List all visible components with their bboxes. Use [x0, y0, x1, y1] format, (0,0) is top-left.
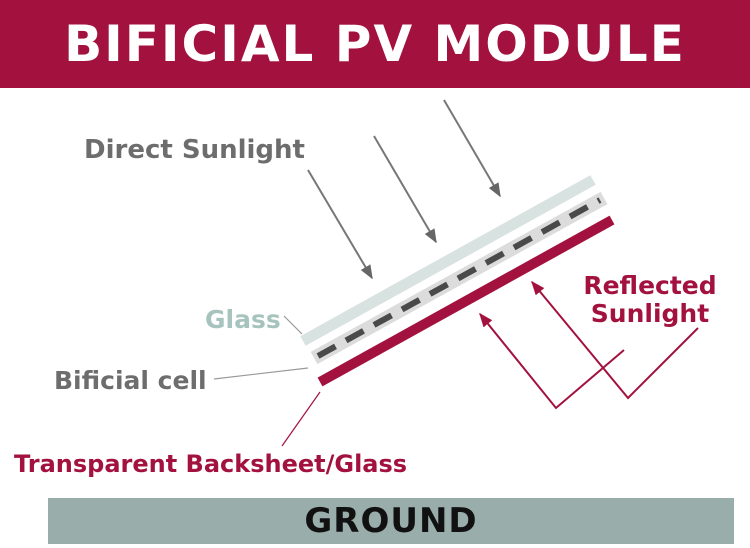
backsheet-layer	[317, 215, 615, 387]
sunlight-arrow-3	[443, 99, 501, 198]
title-banner: BIFICIAL PV MODULE	[0, 0, 750, 88]
cell-leader-line	[213, 367, 309, 380]
ground-bar: GROUND	[48, 498, 734, 544]
glass-label: Glass	[205, 305, 281, 334]
reflected-arrow-1	[479, 312, 625, 410]
bificial-cell-label: Bificial cell	[54, 366, 207, 395]
reflected-label-line2: Sunlight	[590, 299, 710, 328]
glass-leader-line	[283, 315, 303, 335]
sunlight-arrow-1	[307, 169, 373, 280]
page-title: BIFICIAL PV MODULE	[64, 15, 686, 73]
sunlight-arrow-2	[373, 135, 437, 244]
backsheet-leader-line	[281, 391, 321, 447]
ground-label: GROUND	[304, 501, 478, 541]
cell-segments	[316, 197, 602, 359]
direct-sunlight-label: Direct Sunlight	[84, 135, 305, 165]
reflected-sunlight-label: Reflected Sunlight	[575, 272, 725, 328]
reflected-arrow-2	[531, 280, 699, 400]
glass-layer	[300, 175, 596, 346]
reflected-label-line1: Reflected	[583, 271, 717, 300]
backsheet-label: Transparent Backsheet/Glass	[14, 450, 408, 478]
